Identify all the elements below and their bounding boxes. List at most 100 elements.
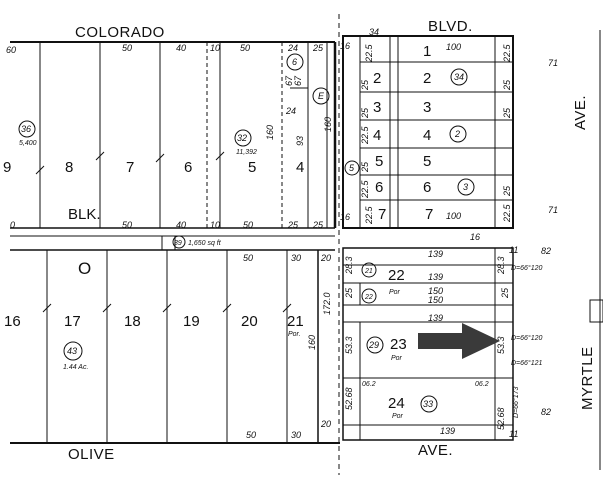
east-lot-number-left: 3 [373, 99, 381, 116]
left-dim: 52.68 [344, 387, 354, 410]
east-block-top [342, 35, 514, 229]
south-block [10, 249, 340, 444]
parcel-number: 29 [368, 340, 379, 350]
east-lot-number: 3 [423, 99, 431, 116]
left-dim: 25 [360, 161, 370, 173]
por-label: Por [389, 289, 401, 296]
parcel-number: 36 [21, 124, 31, 134]
parcel-letter: E [318, 91, 325, 101]
north-lot-number: 8 [65, 159, 73, 176]
east-lot-number: 1 [423, 43, 431, 60]
parcel-number: 6 [292, 57, 297, 67]
small-dim: 06.2 [362, 381, 376, 388]
bearing: D=66°120 [511, 264, 543, 272]
frontage: 10 [210, 43, 220, 53]
edge-dim: 60 [6, 45, 16, 55]
frontage: 139 [428, 249, 443, 259]
right-dim: 22.5 [502, 203, 512, 223]
left-dim: 25 [344, 287, 354, 299]
north-lot-number: 5 [248, 159, 256, 176]
north-lot-number: 4 [296, 159, 304, 176]
frontage: 50 [240, 43, 250, 53]
frontage: 25 [287, 220, 299, 230]
right-dim: 25 [502, 185, 512, 197]
south-lot-number: 19 [183, 313, 200, 330]
street-name-olive: OLIVE [68, 446, 115, 463]
left-dim: 22.5 [364, 205, 374, 225]
east-south-lot-number: 23 [390, 336, 407, 353]
north-lot-number: 7 [126, 159, 134, 176]
mid-dim: 24 [285, 106, 296, 116]
frontage: 100 [446, 42, 461, 52]
north-frontages: 50 40 10 50 24 25 50 40 10 50 25 25 60 0… [6, 41, 350, 230]
east-lot-number: 6 [423, 179, 431, 196]
frontage: 50 [246, 430, 256, 440]
south-lot-number: 20 [241, 313, 258, 330]
frontage: 50 [243, 220, 253, 230]
right-dim: 53.3 [496, 336, 506, 354]
frontage: 100 [446, 211, 461, 221]
left-dim: 25 [360, 79, 370, 91]
left-dim: 28.3 [344, 256, 354, 275]
east-south-lot-number: 24 [388, 395, 405, 412]
side-dim: 71 [548, 205, 558, 215]
north-block [10, 41, 337, 229]
small-dim: 06.2 [475, 381, 489, 388]
left-dim: 22.5 [360, 179, 370, 199]
parcel-area: 11,392 [236, 149, 257, 156]
frontage: 50 [122, 220, 132, 230]
side-dim: 82 [541, 407, 551, 417]
frontage: 150 [428, 295, 443, 305]
frontage: 40 [176, 43, 186, 53]
east-south-lots: 22 Por 23 Por 24 Por [388, 267, 407, 420]
left-dim: 53.3 [344, 336, 354, 354]
alley-parcel-number: 39 [174, 240, 182, 247]
parcel-area: 5,400 [19, 140, 37, 147]
side-dim: 71 [548, 58, 558, 68]
bearing: D=66°120 [511, 334, 543, 342]
south-lot-number: 16 [4, 313, 21, 330]
parcel-number: 2 [454, 129, 460, 139]
east-lot-number: 7 [425, 206, 433, 223]
north-parcels: 36 5,400 32 11,392 6 E [18, 53, 330, 156]
frontage: 20 [320, 253, 331, 263]
street-name-ave: AVE. [572, 95, 589, 130]
east-lot-number-left: 5 [375, 153, 383, 170]
bearing: D=66°173 [512, 386, 520, 418]
frontage: 150 [428, 286, 443, 296]
right-dim: 25 [500, 287, 510, 299]
lot-note: Por. [288, 331, 301, 338]
frontage: 30 [291, 430, 301, 440]
east-lot-number: 2 [423, 70, 431, 87]
right-dim: 25 [502, 107, 512, 119]
depth-dim: 160 [307, 335, 317, 350]
parcel-number: 33 [423, 399, 433, 409]
east-top-parcels: 5 34 2 3 [344, 68, 475, 196]
south-lot-numbers: 16 17 18 19 20 21 Por. [4, 313, 304, 338]
frontage: 34 [369, 27, 379, 37]
mid-dim: 67 [284, 75, 294, 86]
south-lot-number: 18 [124, 313, 141, 330]
east-lot-number-left: 7 [378, 206, 386, 223]
frontage: 50 [122, 43, 132, 53]
south-dims: 50 30 20 50 30 20 160 172.0 [243, 253, 332, 440]
frontage: 139 [428, 272, 443, 282]
east-lot-number-left: 6 [375, 179, 383, 196]
east-lot-number: 4 [423, 127, 431, 144]
south-lot-number: 21 [287, 313, 304, 330]
street-name-colorado: COLORADO [75, 24, 165, 41]
alley-parcel-area: 1,650 sq ft [188, 240, 222, 247]
left-dim: 22.5 [364, 43, 374, 63]
right-dim: 52.68 [496, 407, 506, 430]
right-dim: 22.5 [502, 43, 512, 63]
side-dim: 11 [509, 429, 518, 439]
north-lot-numbers: 9 8 7 6 5 4 [3, 159, 304, 176]
frontage: 25 [312, 43, 324, 53]
east-lot-number-left: 2 [373, 70, 381, 87]
parcel-number: 34 [454, 72, 464, 82]
east-lot-number: 5 [423, 153, 431, 170]
side-dim: 16 [470, 232, 480, 242]
subject-arrow-icon [418, 323, 500, 359]
frontage: 50 [243, 253, 253, 263]
